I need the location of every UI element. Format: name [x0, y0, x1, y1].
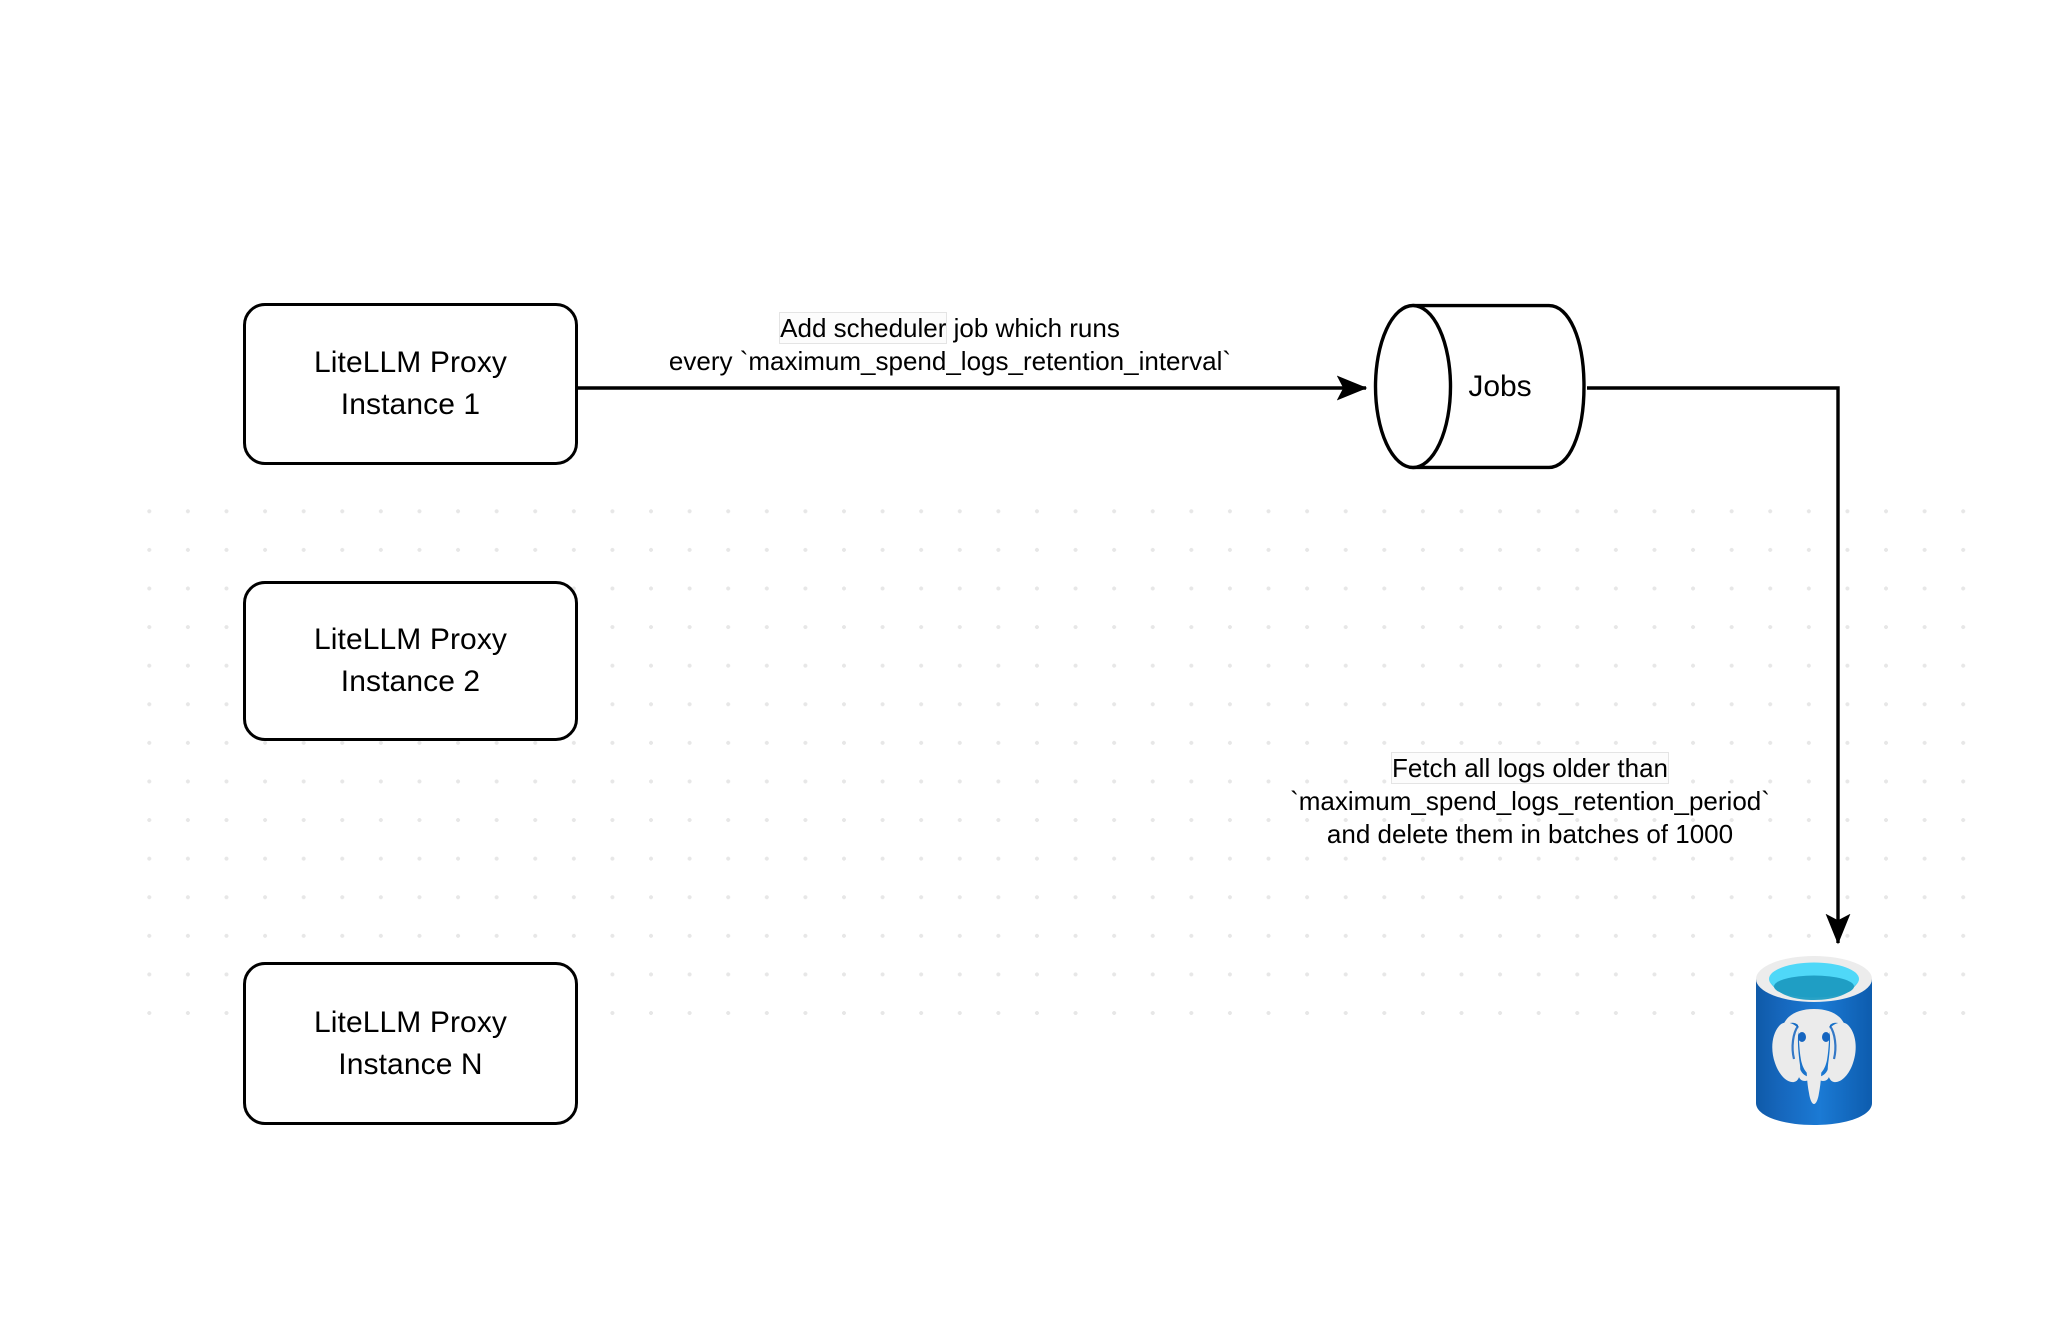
- node-postgresql-database[interactable]: [1753, 953, 1875, 1129]
- edge-label-line-2: every `maximum_spend_logs_retention_inte…: [668, 346, 1232, 376]
- highlighted-phrase: Add scheduler: [779, 312, 948, 344]
- elephant-eyes: [1798, 1032, 1830, 1042]
- node-litellm-proxy-instance-2[interactable]: LiteLLM Proxy Instance 2: [243, 581, 578, 741]
- edge-label-line-3: and delete them in batches of 1000: [1326, 819, 1734, 849]
- edge-label-line-1-rest: job which runs: [946, 313, 1120, 343]
- node-jobs-cylinder[interactable]: Jobs: [1373, 303, 1587, 470]
- edge-label-add-scheduler-job: Add scheduler job which runs every `maxi…: [600, 312, 1300, 378]
- edge-label-fetch-and-delete-logs: Fetch all logs older than `maximum_spend…: [1225, 752, 1835, 851]
- cylinder-shape: [1373, 303, 1586, 470]
- edge-label-line-1: Fetch all logs older than: [1225, 752, 1835, 785]
- postgresql-database-icon: [1756, 956, 1872, 1125]
- node-label: LiteLLM Proxy Instance 1: [313, 346, 508, 421]
- edge-label-line-2: `maximum_spend_logs_retention_period`: [1290, 786, 1770, 816]
- node-litellm-proxy-instance-1[interactable]: LiteLLM Proxy Instance 1: [243, 303, 578, 465]
- edge-jobs-to-postgres: [1587, 386, 1851, 945]
- highlighted-phrase: Fetch all logs older than: [1390, 752, 1670, 784]
- node-label: Jobs: [1468, 369, 1532, 403]
- edge-label-line-1: Add scheduler job which runs: [600, 312, 1300, 345]
- node-label: LiteLLM Proxy Instance N: [313, 1005, 508, 1081]
- node-litellm-proxy-instance-n[interactable]: LiteLLM Proxy Instance N: [243, 962, 578, 1125]
- node-label: LiteLLM Proxy Instance 2: [313, 623, 508, 698]
